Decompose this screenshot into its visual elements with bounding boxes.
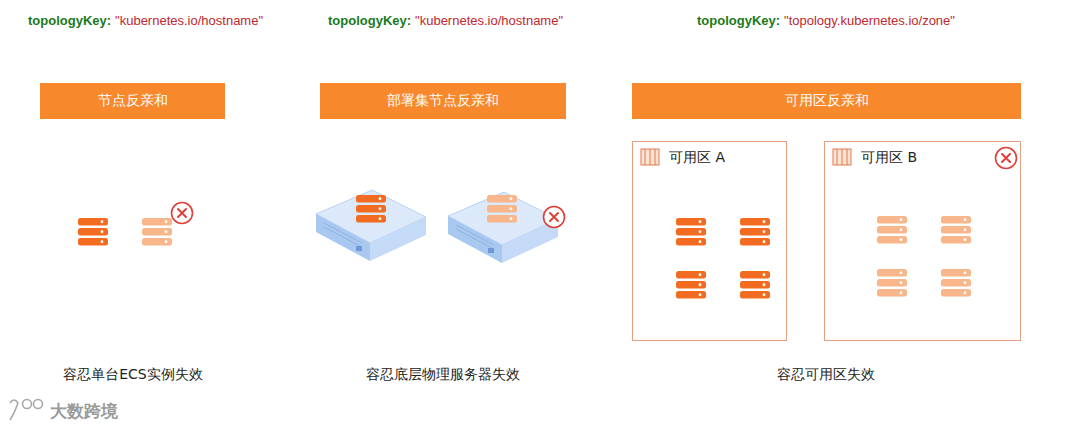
failed-server-icon (487, 195, 517, 223)
caption: 容忍单台ECS实例失效 (63, 366, 203, 384)
key-value: "topology.kubernetes.io/zone" (784, 13, 955, 28)
server-icon (676, 218, 706, 246)
server-icon (740, 271, 770, 299)
failure-mark (172, 203, 193, 224)
key-name: topologyKey: (328, 13, 411, 28)
failed-server-icon (142, 218, 172, 246)
zone-box: 可用区 B (824, 141, 1021, 341)
strategy-bar: 节点反亲和 (40, 83, 225, 119)
failed-server-icon (877, 269, 907, 297)
key-value: "kubernetes.io/hostname" (415, 13, 563, 28)
server-icon (78, 218, 108, 246)
strategy-bar: 可用区反亲和 (632, 83, 1021, 119)
failed-server-icon (877, 216, 907, 244)
watermark: 大数跨境 (50, 400, 118, 423)
physical-server (448, 192, 558, 263)
physical-server (316, 190, 426, 261)
strategy-title: 部署集节点反亲和 (387, 92, 499, 110)
server-icon (740, 218, 770, 246)
caption: 容忍底层物理服务器失效 (366, 366, 520, 384)
strategy-title: 可用区反亲和 (785, 92, 869, 110)
server-icon (676, 271, 706, 299)
zone-icon (641, 149, 659, 165)
failed-server-icon (941, 216, 971, 244)
key-value: "kubernetes.io/hostname" (115, 13, 263, 28)
zone-title: 可用区 A (669, 149, 725, 167)
watermark-logo (10, 400, 43, 421)
key-name: topologyKey: (28, 13, 111, 28)
strategy-bar: 部署集节点反亲和 (320, 83, 566, 119)
caption: 容忍可用区失效 (777, 366, 875, 384)
zone-title: 可用区 B (861, 149, 917, 167)
server-icon (356, 195, 386, 223)
strategy-title: 节点反亲和 (98, 92, 168, 110)
key-name: topologyKey: (697, 13, 780, 28)
failure-mark (544, 207, 565, 228)
failure-mark (996, 148, 1017, 169)
failed-server-icon (941, 269, 971, 297)
zone-box: 可用区 A (632, 141, 787, 341)
zone-icon (833, 149, 851, 165)
